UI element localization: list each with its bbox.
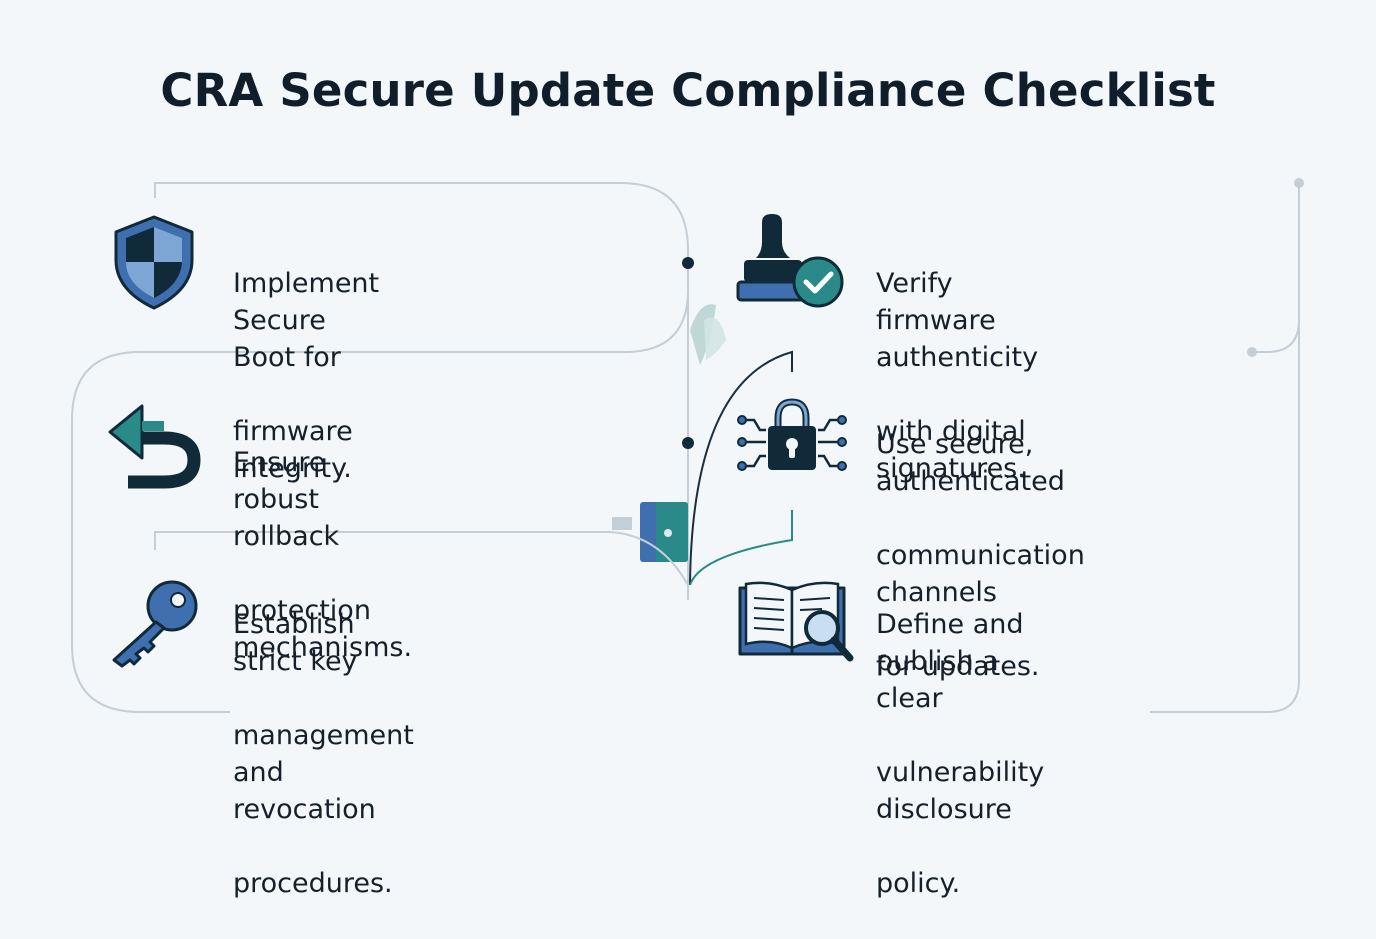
key-management-label: Establish strict key management and revo… <box>233 569 414 939</box>
book-magnifier-icon <box>738 581 854 662</box>
digital-signatures-label: Verify firmware authenticity with digita… <box>876 228 1038 524</box>
rollback-arrow-icon <box>108 404 201 489</box>
key-icon <box>112 580 198 668</box>
vulnerability-disclosure-line-3: policy. <box>876 868 961 899</box>
secure-boot-line-2: firmware integrity. <box>233 416 353 484</box>
secure-channels-label: Use secure, authenticated communication … <box>876 389 1085 722</box>
digital-signatures-line-1: Verify firmware authenticity <box>876 268 1039 373</box>
page-title: CRA Secure Update Compliance Checklist <box>160 64 1216 117</box>
shield-icon <box>114 215 194 310</box>
rollback-protection-line-2: protection mechanisms. <box>233 595 413 663</box>
vulnerability-disclosure-line-2: vulnerability disclosure <box>876 757 1045 825</box>
connector-lines <box>71 178 1304 713</box>
key-management-line-2: management and revocation <box>233 720 414 825</box>
key-management-line-3: procedures. <box>233 868 393 899</box>
secure-channels-line-1: Use secure, authenticated <box>876 429 1065 497</box>
vulnerability-disclosure-line-1: Define and publish a clear <box>876 609 1024 714</box>
digital-signatures-line-2: with digital signatures. <box>876 416 1026 484</box>
secure-channels-line-2: communication channels <box>876 540 1085 608</box>
key-management-line-1: Establish strict key <box>233 609 358 677</box>
rollback-protection-label: Ensure robust rollback protection mechan… <box>233 407 412 703</box>
vulnerability-disclosure-label: Define and publish a clear vulnerability… <box>876 569 1044 939</box>
rollback-protection-line-1: Ensure robust rollback <box>233 447 340 552</box>
stamp-check-icon <box>736 214 844 308</box>
secure-channels-line-3: for updates. <box>876 651 1040 682</box>
secure-boot-line-1: Implement Secure Boot for <box>233 268 380 373</box>
secure-boot-label: Implement Secure Boot for firmware integ… <box>233 228 379 524</box>
network-lock-icon <box>737 398 847 471</box>
